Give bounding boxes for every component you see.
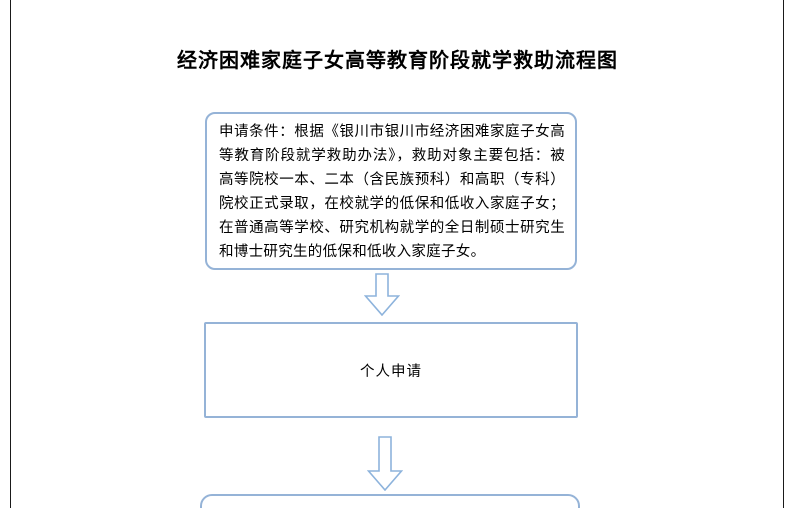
page-border-left [10,0,11,508]
down-arrow-icon [364,273,400,316]
step-individual-application: 个人申请 [204,322,578,418]
condition-text: 申请条件：根据《银川市银川市经济困难家庭子女高等教育阶段就学救助办法》，救助对象… [219,124,565,260]
next-step-box [200,494,580,508]
condition-box: 申请条件：根据《银川市银川市经济困难家庭子女高等教育阶段就学救助办法》，救助对象… [205,112,577,270]
step-label: 个人申请 [360,363,422,380]
flowchart-title: 经济困难家庭子女高等教育阶段就学救助流程图 [177,50,618,72]
page-border-right [783,0,784,508]
down-arrow-icon [367,436,403,491]
